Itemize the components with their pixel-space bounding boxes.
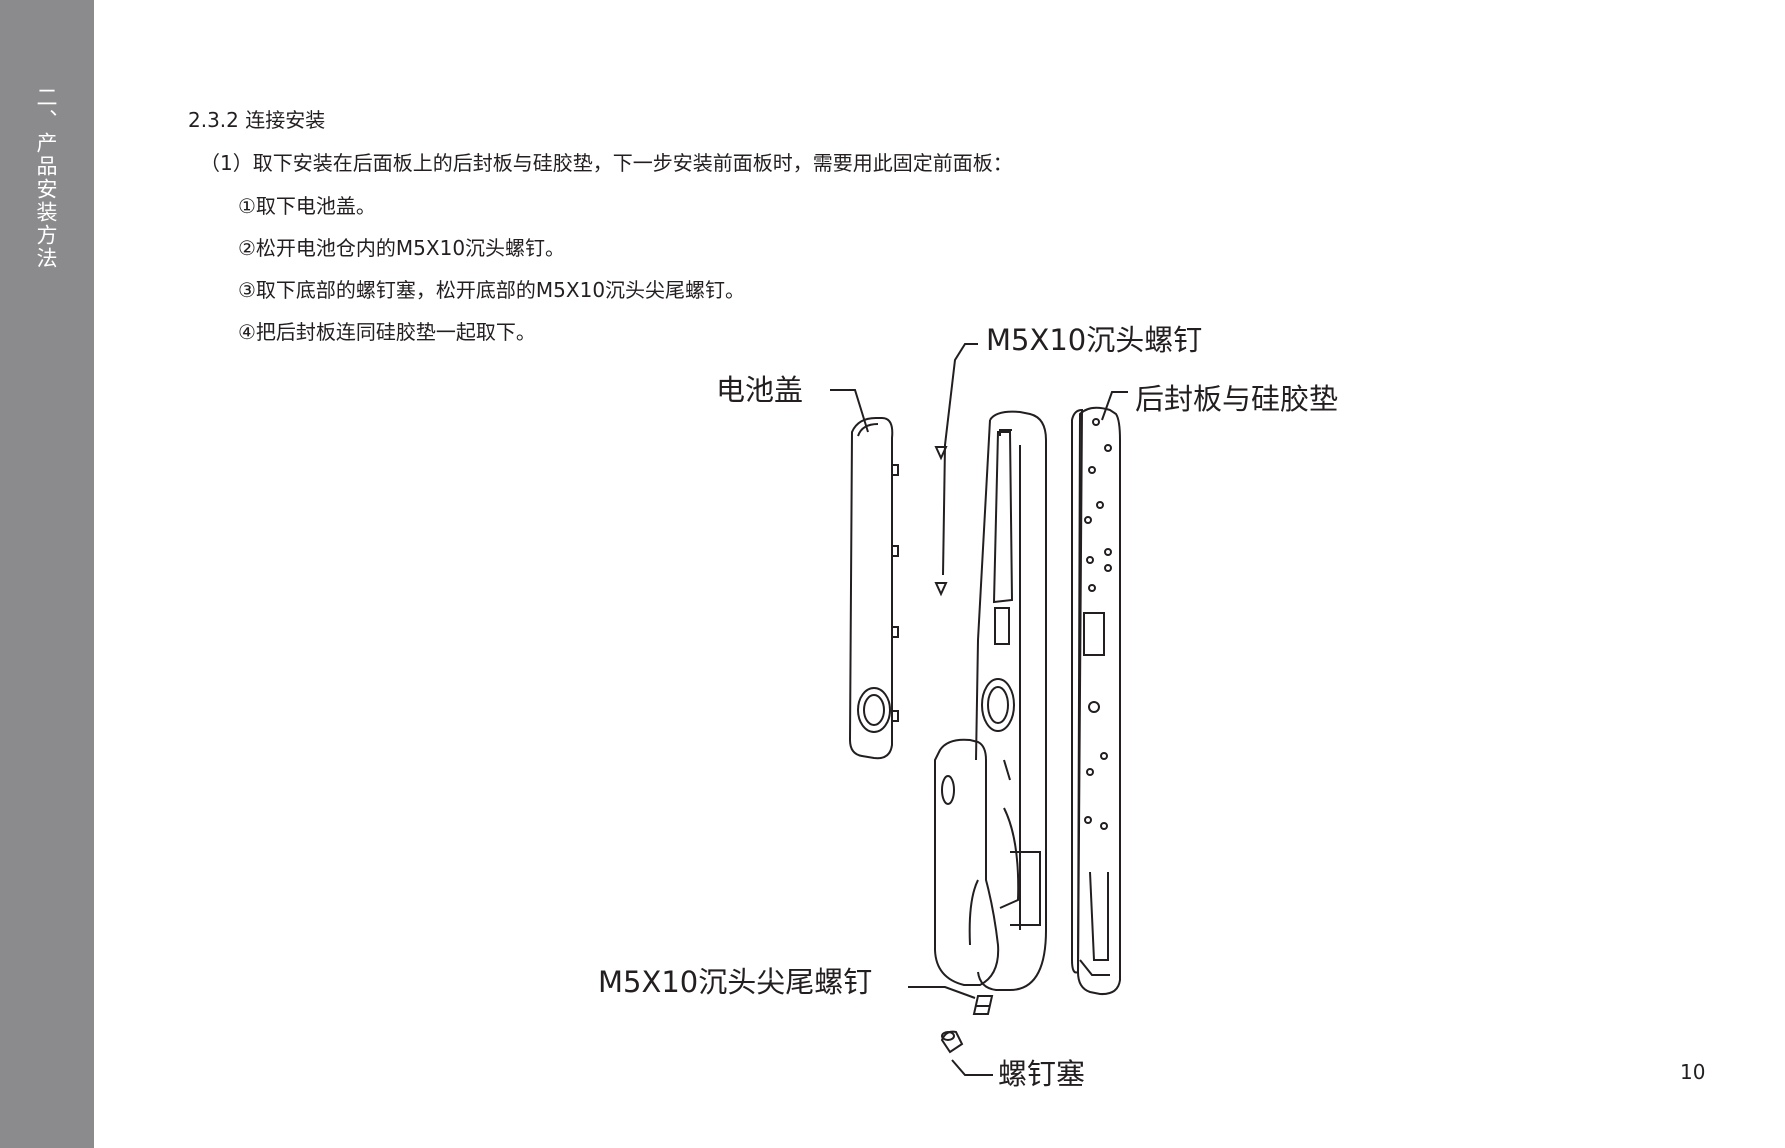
countersunk-screw-part — [934, 446, 948, 597]
substep-item: ②松开电池仓内的M5X10沉头螺钉。 — [238, 236, 566, 260]
label-pointed-countersunk-screw: M5X10沉头尖尾螺钉 — [598, 965, 873, 999]
pointed-countersunk-screw-part — [972, 995, 994, 1015]
substep-item: ④把后封板连同硅胶垫一起取下。 — [238, 320, 536, 344]
label-screw-plug: 螺钉塞 — [998, 1057, 1086, 1091]
step-intro: （1）取下安装在后面板上的后封板与硅胶垫，下一步安装前面板时，需要用此固定前面板… — [200, 151, 1013, 175]
label-countersunk-screw: M5X10沉头螺钉 — [986, 323, 1203, 357]
rear-panel-part — [934, 410, 1047, 991]
sidebar: 二、产品安装方法 — [0, 0, 94, 1148]
rear-plate-gasket-part — [1071, 406, 1121, 996]
page-number: 10 — [1680, 1060, 1706, 1084]
label-rear-plate-gasket: 后封板与硅胶垫 — [1135, 382, 1339, 416]
label-battery-cover: 电池盖 — [716, 373, 804, 407]
sidebar-chapter-title: 二、产品安装方法 — [34, 86, 58, 270]
leader-lines — [830, 343, 1128, 1076]
section-heading: 2.3.2 连接安装 — [188, 108, 326, 132]
substep-item: ①取下电池盖。 — [238, 194, 376, 218]
substep-list: ①取下电池盖。 ②松开电池仓内的M5X10沉头螺钉。 ③取下底部的螺钉塞，松开底… — [238, 192, 745, 360]
battery-cover-part — [848, 417, 899, 760]
screw-plug-part — [940, 1030, 964, 1054]
exploded-assembly-diagram — [830, 343, 1128, 1076]
substep-item: ③取下底部的螺钉塞，松开底部的M5X10沉头尖尾螺钉。 — [238, 278, 746, 302]
